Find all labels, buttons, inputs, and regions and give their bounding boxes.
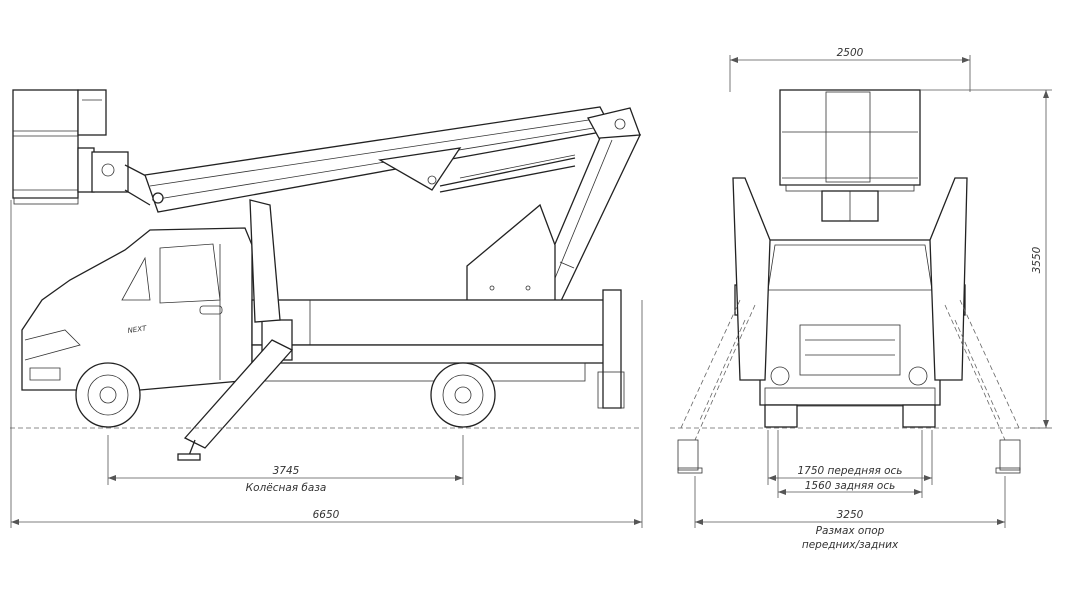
platform-width-value: 2500 bbox=[837, 47, 864, 59]
max-height-value: 3550 bbox=[1031, 246, 1043, 273]
front-view-truck bbox=[670, 89, 1040, 474]
outrigger-side bbox=[177, 199, 294, 461]
outrigger-columns bbox=[732, 177, 968, 381]
truck-cab: NEXT bbox=[21, 227, 253, 391]
outrigger-span-value: 3250 bbox=[837, 509, 864, 521]
side-view-truck: NEXT bbox=[10, 89, 642, 461]
wheelbase-caption: Колёсная база bbox=[246, 482, 327, 494]
wheelbase-value: 3745 bbox=[273, 465, 300, 477]
basket-rotator bbox=[91, 151, 151, 206]
outrigger-extended-left bbox=[677, 299, 756, 474]
truck-body bbox=[251, 289, 625, 409]
front-left-wheel bbox=[764, 404, 798, 428]
front-track-value: 1750 передняя ось bbox=[798, 465, 903, 477]
side-dimensions bbox=[10, 200, 643, 528]
rear-track-value: 1560 задняя ось bbox=[805, 480, 896, 492]
front-boom bbox=[821, 190, 879, 222]
front-wheel bbox=[75, 362, 141, 428]
outrigger-caption-2: передних/задних bbox=[802, 539, 899, 551]
total-length-value: 6650 bbox=[313, 509, 340, 521]
front-dimensions bbox=[694, 55, 1052, 528]
front-right-wheel bbox=[902, 404, 936, 428]
rear-wheel bbox=[430, 362, 496, 428]
front-basket bbox=[779, 89, 921, 192]
outrigger-extended-right bbox=[944, 299, 1021, 474]
turret bbox=[466, 203, 556, 304]
outrigger-caption-1: Размах опор bbox=[816, 525, 885, 537]
upper-boom bbox=[144, 106, 613, 213]
work-basket bbox=[12, 89, 107, 205]
cab-badge: NEXT bbox=[127, 324, 147, 335]
